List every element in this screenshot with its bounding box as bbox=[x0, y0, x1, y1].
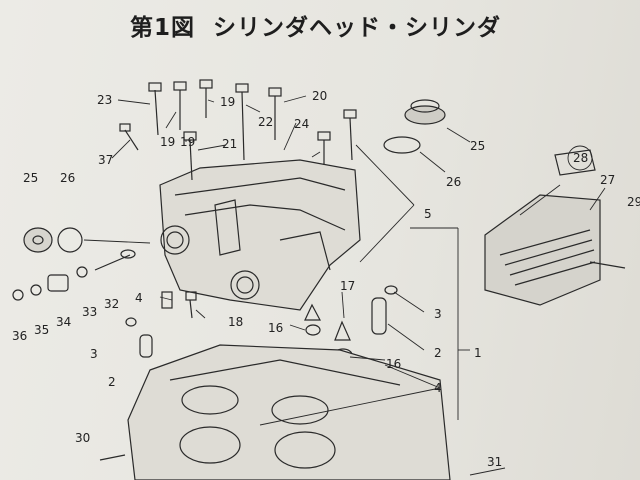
bolts-drawing bbox=[119, 79, 357, 319]
callout-35: 35 bbox=[34, 323, 49, 337]
callout-28: 28 bbox=[573, 151, 588, 165]
callout-16-b: 16 bbox=[386, 357, 401, 371]
callout-1: 1 bbox=[474, 346, 482, 360]
callout-18: 18 bbox=[228, 315, 243, 329]
callout-34: 34 bbox=[56, 315, 71, 329]
callout-25-left: 25 bbox=[23, 171, 38, 185]
callout-37: 37 bbox=[98, 153, 113, 167]
figure-caption: シリンダヘッド・シリンダ bbox=[213, 15, 502, 41]
cylinder-head-drawing bbox=[159, 159, 361, 311]
callout-26-top: 26 bbox=[446, 175, 461, 189]
callout-4-lower: 4 bbox=[434, 381, 442, 395]
callout-31: 31 bbox=[487, 455, 502, 469]
callout-2-left: 2 bbox=[108, 375, 116, 389]
callout-16-a: 16 bbox=[268, 321, 283, 335]
callout-24: 24 bbox=[294, 117, 309, 131]
callout-19-b: 19 bbox=[180, 135, 195, 149]
callout-4-upper: 4 bbox=[135, 291, 143, 305]
callout-32: 32 bbox=[104, 297, 119, 311]
callout-3-left: 3 bbox=[90, 347, 98, 361]
callout-21: 21 bbox=[222, 137, 237, 151]
callout-30: 30 bbox=[75, 431, 90, 445]
cylinder-block-drawing bbox=[99, 344, 451, 480]
figure-number: 第1図 bbox=[130, 15, 196, 41]
callout-20: 20 bbox=[312, 89, 327, 103]
callout-19-c: 19 bbox=[220, 95, 235, 109]
figure-title: 第1図シリンダヘッド・シリンダ bbox=[130, 8, 501, 42]
callout-27: 27 bbox=[600, 173, 615, 187]
callout-22: 22 bbox=[258, 115, 273, 129]
callout-2-right: 2 bbox=[434, 346, 442, 360]
callout-36: 36 bbox=[12, 329, 27, 343]
callout-labels: 23 19 19 19 22 20 21 24 37 25 26 5 25 26… bbox=[12, 89, 640, 469]
callout-33: 33 bbox=[82, 305, 97, 319]
callout-19-a: 19 bbox=[160, 135, 175, 149]
callout-26-left: 26 bbox=[60, 171, 75, 185]
callout-23: 23 bbox=[97, 93, 112, 107]
callout-17: 17 bbox=[340, 279, 355, 293]
callout-25-top: 25 bbox=[470, 139, 485, 153]
callout-3-right: 3 bbox=[434, 307, 442, 321]
callout-5: 5 bbox=[424, 207, 432, 221]
callout-29: 29 bbox=[627, 195, 640, 209]
